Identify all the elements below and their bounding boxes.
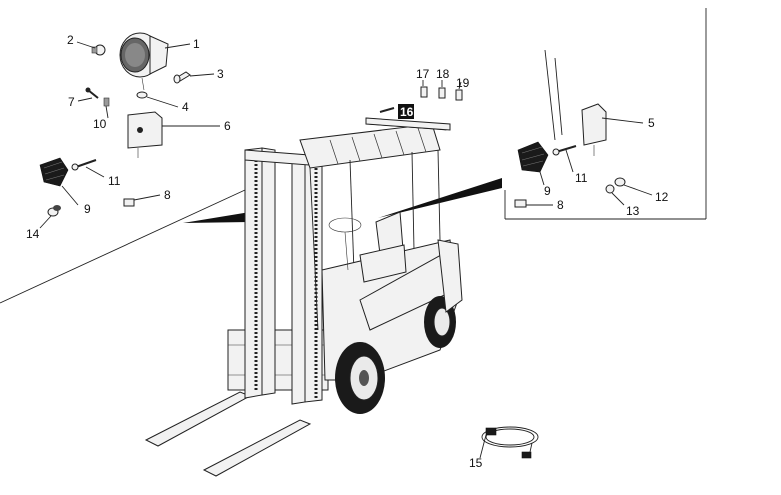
part-14-nut xyxy=(47,205,61,217)
callout-18: 18 xyxy=(436,67,450,81)
callout-11-left: 11 xyxy=(108,174,121,188)
part-13-washer-right xyxy=(605,184,615,194)
callout-16: 16 xyxy=(400,105,414,119)
part-10-spring xyxy=(103,97,110,107)
part-16-screw xyxy=(379,107,395,113)
part-8-grommet-right xyxy=(514,199,527,208)
part-2-bulb xyxy=(91,44,106,56)
callout-12: 12 xyxy=(655,190,669,204)
leader-lines xyxy=(39,41,653,459)
callout-1: 1 xyxy=(193,37,200,51)
part-4-washer xyxy=(136,91,148,99)
part-18-bulb xyxy=(438,87,446,99)
callout-labels: 1 2 3 4 5 6 7 8 8 9 9 10 11 11 12 13 14 … xyxy=(26,33,669,470)
part-15-cable-harness xyxy=(481,426,539,459)
callout-9-right: 9 xyxy=(544,184,551,198)
callout-11-right: 11 xyxy=(575,171,588,185)
callout-17: 17 xyxy=(416,67,430,81)
callout-19: 19 xyxy=(456,76,470,90)
callout-14: 14 xyxy=(26,227,40,241)
forklift-illustration xyxy=(144,117,463,477)
part-6-bracket xyxy=(127,111,163,158)
part-12-nut-right xyxy=(614,177,626,187)
part-5-bracket-right xyxy=(544,49,607,156)
part-3-bolt xyxy=(173,71,191,84)
callout-3: 3 xyxy=(217,67,224,81)
part-16-light-bar xyxy=(365,117,451,131)
callout-16-box xyxy=(398,104,414,119)
callout-8-left: 8 xyxy=(164,188,171,202)
callout-4: 4 xyxy=(182,100,189,114)
part-1-work-lamp xyxy=(119,32,169,91)
part-11-bolt-left xyxy=(71,159,97,171)
callout-6: 6 xyxy=(224,119,231,133)
callout-2: 2 xyxy=(67,33,74,47)
pointer-wedge-left xyxy=(183,212,250,223)
callout-9-left: 9 xyxy=(84,202,91,216)
part-7-screw xyxy=(85,87,99,99)
part-8-grommet-left xyxy=(123,198,135,207)
part-9-reflector-right xyxy=(517,141,549,173)
callout-15: 15 xyxy=(469,456,483,470)
callout-5: 5 xyxy=(648,116,655,130)
callout-13: 13 xyxy=(626,204,640,218)
guide-lines xyxy=(0,8,707,304)
callout-8-right: 8 xyxy=(557,198,564,212)
pointer-wedge-right xyxy=(378,178,502,218)
callout-7: 7 xyxy=(68,95,75,109)
part-19-bulb xyxy=(455,89,463,101)
callout-10: 10 xyxy=(93,117,107,131)
part-17-bulb xyxy=(420,86,428,98)
part-9-reflector-left xyxy=(39,157,69,187)
part-11-bolt-right xyxy=(552,145,577,156)
